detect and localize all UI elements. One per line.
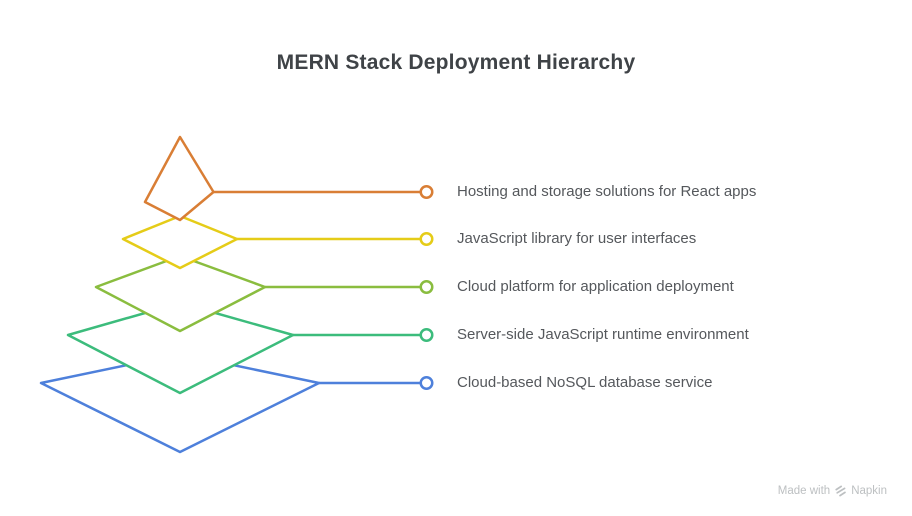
layer-label-node: Server-side JavaScript runtime environme… [457, 326, 749, 343]
layer-label-mongodb: Cloud-based NoSQL database service [457, 374, 713, 391]
watermark-brand: Napkin [851, 485, 887, 497]
connector-circle-icon [419, 328, 434, 342]
pyramid-layer-4-shape [66, 301, 295, 395]
made-with-napkin-link[interactable]: Made with Napkin [778, 485, 887, 497]
pyramid-layer-5-shape [39, 352, 321, 454]
connector-circle-icon [419, 280, 434, 294]
connector-circle-icon [419, 185, 434, 199]
napkin-logo-icon [834, 485, 847, 497]
layer-label-platform: Cloud platform for application deploymen… [457, 278, 734, 295]
connector-circle-icon [419, 232, 434, 246]
pyramid-layer-1-shape [143, 135, 215, 222]
watermark-prefix: Made with [777, 485, 831, 497]
layer-label-react: JavaScript library for user interfaces [457, 230, 697, 247]
connector-circle-icon [419, 376, 434, 390]
pyramid-layer-2-shape [121, 214, 239, 270]
layer-label-hosting: Hosting and storage solutions for React … [457, 183, 757, 200]
pyramid-layer-3-shape [94, 254, 267, 333]
page-title: MERN Stack Deployment Hierarchy [276, 51, 636, 74]
